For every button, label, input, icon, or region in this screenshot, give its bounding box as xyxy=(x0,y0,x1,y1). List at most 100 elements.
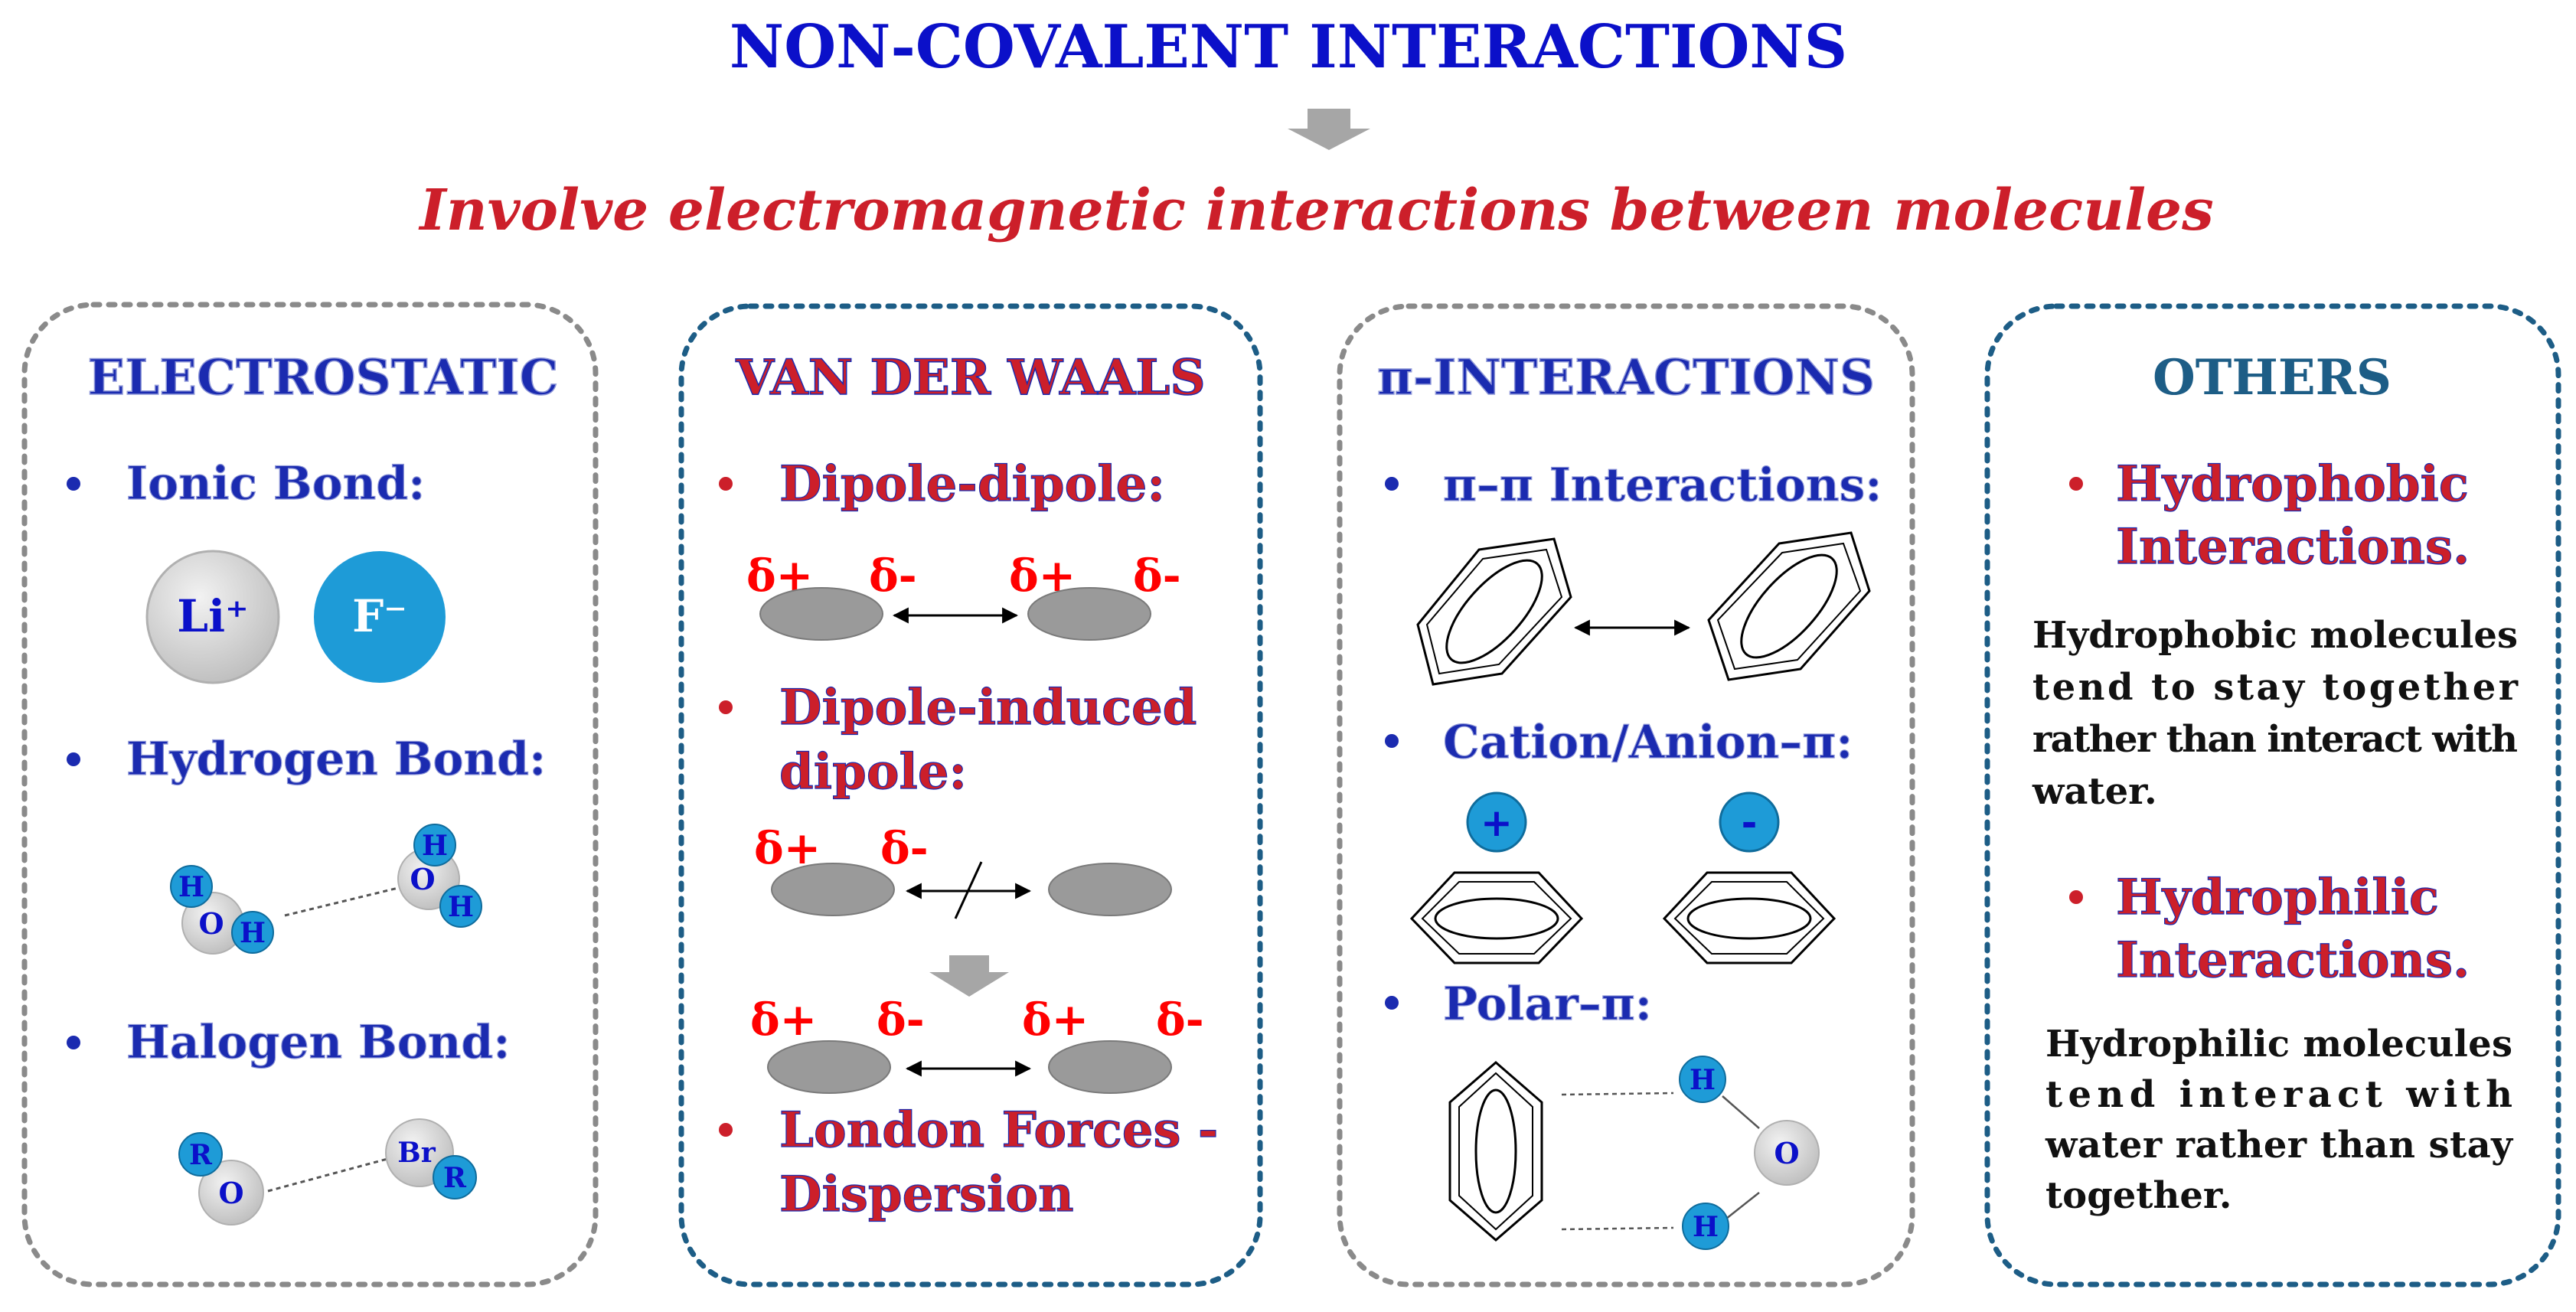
hydrophilic-heading-2: Interactions. xyxy=(2116,932,2470,989)
oxygen-atom-label: O xyxy=(198,906,224,941)
pi-cloud xyxy=(1474,1088,1517,1214)
delta-minus-label: δ- xyxy=(877,994,925,1046)
hydrophilic-text-line: together. xyxy=(2045,1174,2232,1217)
bullet-dot xyxy=(719,477,733,491)
panel-others xyxy=(1984,303,2561,1288)
hydrogen-atom xyxy=(1679,1056,1726,1103)
hydrophilic-text-line: tend interact with xyxy=(2045,1073,2512,1116)
delta-plus-label: δ+ xyxy=(1022,994,1089,1046)
dipole-molecule xyxy=(767,1040,891,1094)
bullet-dot xyxy=(1385,734,1399,748)
subtitle: Involve electromagnetic interactions bet… xyxy=(418,178,2214,243)
hydrophobic-text-line: water. xyxy=(2032,770,2157,813)
bullet-dot xyxy=(719,700,733,714)
pi-pi-label: π–π Interactions: xyxy=(1443,459,1882,512)
benzene-ring-inner xyxy=(1673,881,1825,955)
r-group-atom xyxy=(433,1155,477,1199)
bullet-dot xyxy=(1385,477,1399,491)
page-title: NON-COVALENT INTERACTIONS xyxy=(730,12,1847,82)
hydrogen-atom xyxy=(170,865,213,908)
down-arrow-icon xyxy=(929,955,1009,997)
delta-minus-label: δ- xyxy=(1133,550,1181,602)
hydrogen-atom xyxy=(231,911,274,954)
benzene-ring xyxy=(1416,537,1572,686)
r-group-label: R xyxy=(189,1139,213,1171)
fluoride-ion xyxy=(314,551,446,683)
oxygen-atom xyxy=(198,1160,264,1226)
cation-anion-pi-label: Cation/Anion–π: xyxy=(1443,716,1853,769)
hydrogen-atom-label: H xyxy=(240,917,266,949)
london-forces-label: London Forces - xyxy=(779,1101,1218,1159)
polar-pi-label: Polar–π: xyxy=(1443,977,1652,1031)
benzene-ring xyxy=(1448,1061,1543,1242)
cation-sign: + xyxy=(1481,801,1513,845)
dipole-induced-label-2: dipole: xyxy=(779,743,967,801)
hydrogen-atom xyxy=(1682,1203,1729,1250)
oxygen-atom-label: O xyxy=(410,862,435,896)
others-title: OTHERS xyxy=(2153,349,2392,406)
hydrogen-bond-line xyxy=(284,886,399,917)
panel-van-der-waals xyxy=(678,303,1263,1288)
oxygen-atom xyxy=(1754,1120,1820,1186)
dipole-molecule xyxy=(771,863,895,916)
fluoride-ion-label: F⁻ xyxy=(352,590,407,642)
dipole-induced-label: Dipole-induced xyxy=(779,679,1197,736)
bullet-dot xyxy=(719,1123,733,1137)
delta-minus-label: δ- xyxy=(869,550,917,602)
down-arrow-icon xyxy=(1288,109,1370,150)
bullet-dot xyxy=(67,477,80,491)
dipole-molecule xyxy=(1027,587,1151,641)
benzene-ring xyxy=(1662,871,1837,964)
bromine-atom-label: Br xyxy=(397,1137,436,1169)
bullet-dot xyxy=(67,752,80,766)
benzene-ring xyxy=(1707,531,1871,681)
hydrogen-atom xyxy=(413,824,456,867)
hydrophobic-text-line: Hydrophobic molecules xyxy=(2032,614,2518,657)
induced-dipole-molecule xyxy=(1048,1040,1172,1094)
pi-interactions-title: π-INTERACTIONS xyxy=(1377,349,1875,406)
r-group-atom xyxy=(178,1132,223,1177)
slash-mark xyxy=(954,861,983,919)
bullet-dot xyxy=(2069,477,2083,491)
dipole-dipole-label: Dipole-dipole: xyxy=(779,455,1165,513)
benzene-ring-inner xyxy=(1716,542,1862,671)
electrostatic-title: ELECTROSTATIC xyxy=(87,349,558,406)
hydrophilic-text-line: Hydrophilic molecules xyxy=(2045,1023,2512,1066)
hydrophilic-heading: Hydrophilic xyxy=(2116,869,2439,926)
delta-plus-label: δ+ xyxy=(750,994,817,1046)
halogen-bond-label: Halogen Bond: xyxy=(126,1016,510,1069)
delta-minus-label: δ- xyxy=(880,822,929,874)
panel-pi-interactions xyxy=(1337,303,1915,1288)
vdw-title: VAN DER WAALS xyxy=(735,349,1205,406)
bullet-dot xyxy=(2069,890,2083,904)
hydrogen-bond-label: Hydrogen Bond: xyxy=(126,733,546,786)
lithium-ion xyxy=(145,550,280,684)
hydrophobic-text-line: tend to stay together xyxy=(2032,666,2519,709)
hydrogen-atom-label: H xyxy=(422,830,448,862)
polar-pi-contact-line xyxy=(1561,1226,1674,1231)
halogen-bond-line xyxy=(267,1157,388,1193)
ionic-bond-label: Ionic Bond: xyxy=(126,457,425,511)
o-h-bond xyxy=(1722,1095,1760,1129)
hydrogen-atom-label: H xyxy=(1690,1064,1716,1096)
polar-pi-contact-line xyxy=(1561,1092,1674,1096)
delta-minus-label: δ- xyxy=(1156,994,1204,1046)
oxygen-atom-label: O xyxy=(1774,1136,1799,1170)
pi-cloud xyxy=(1434,897,1559,940)
pi-cloud xyxy=(1445,559,1543,664)
pi-cloud xyxy=(1686,897,1812,940)
benzene-ring-inner xyxy=(1425,548,1563,675)
benzene-ring-inner xyxy=(1421,881,1572,955)
hydrogen-atom xyxy=(439,885,482,928)
bullet-dot xyxy=(67,1036,80,1049)
anion-icon xyxy=(1719,791,1780,853)
hydrogen-atom-label: H xyxy=(448,891,474,923)
hydrophobic-heading: Hydrophobic xyxy=(2116,455,2469,513)
oxygen-atom-label: O xyxy=(218,1176,243,1210)
hydrogen-atom-label: H xyxy=(178,871,204,903)
r-group-label: R xyxy=(443,1162,467,1194)
benzene-ring-inner xyxy=(1458,1072,1533,1231)
nonpolar-molecule xyxy=(1048,863,1172,916)
o-h-bond xyxy=(1722,1192,1760,1222)
